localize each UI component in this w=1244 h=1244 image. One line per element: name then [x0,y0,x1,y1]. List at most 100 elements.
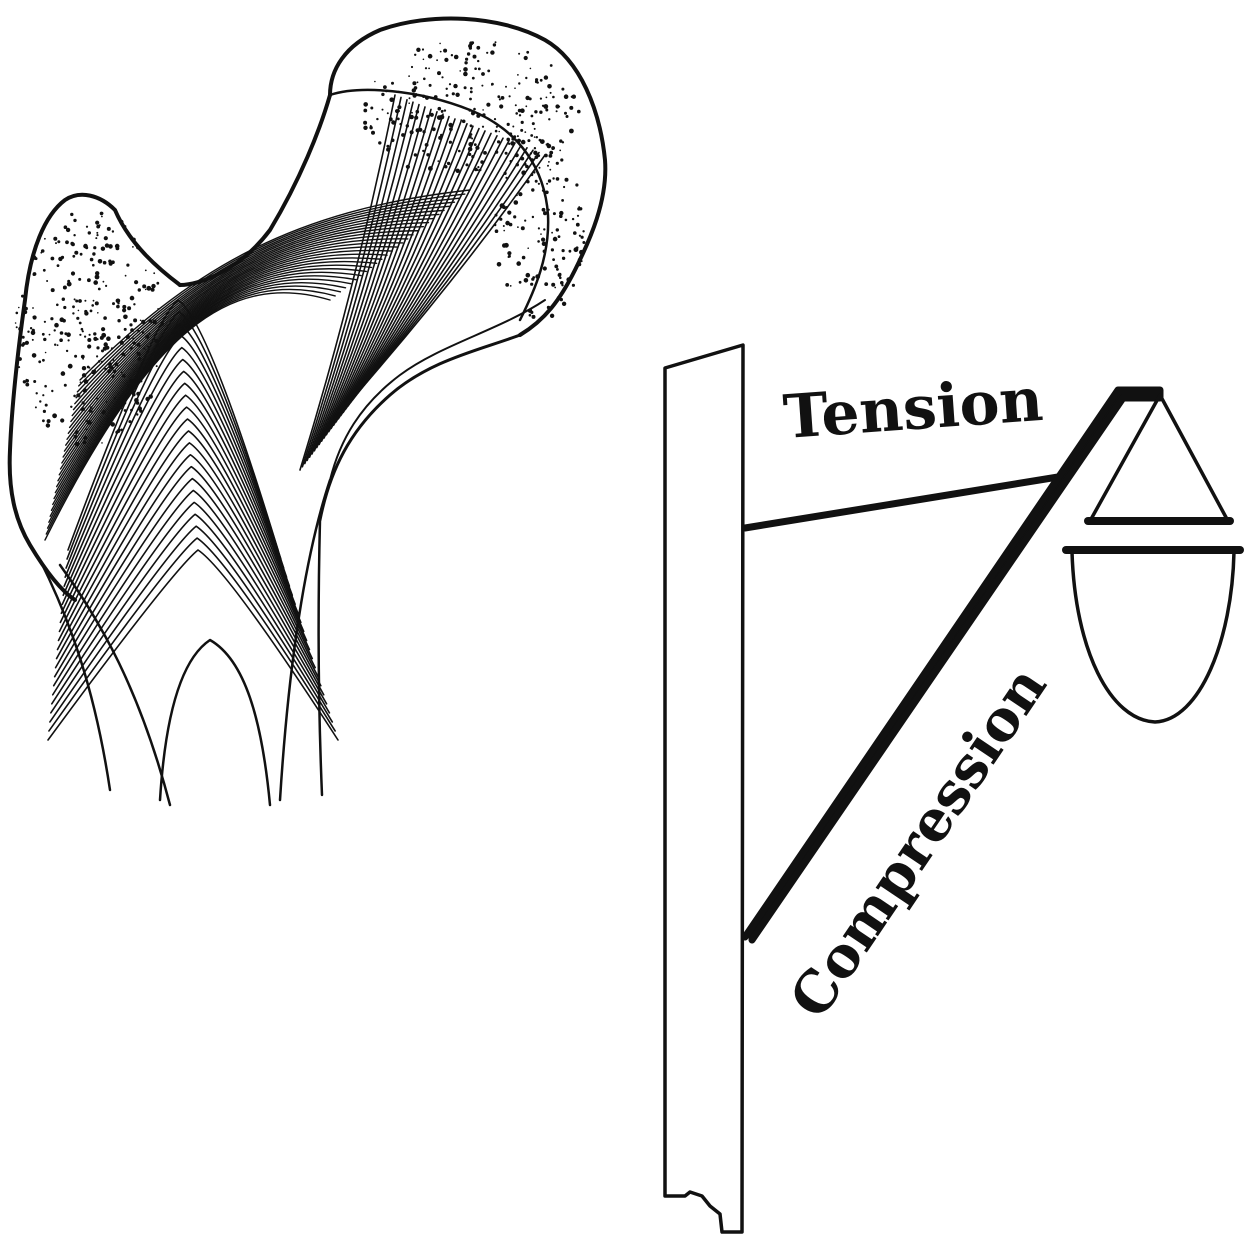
stipple-dot [493,223,497,227]
stipple-dot [369,126,373,130]
stipple-dot [525,272,531,278]
stipple-dot [59,331,64,335]
stipple-dot [93,332,97,336]
stipple-dot [520,226,525,231]
stipple-dot [62,285,67,290]
stipple-dot [509,132,513,136]
trabecular-arch [60,382,299,615]
stipple-dot [104,367,107,371]
stipple-dot [381,108,384,111]
stipple-dot [104,243,110,248]
stipple-dot [500,96,505,100]
stipple-dot [551,146,555,150]
stipple-dot [103,316,107,320]
stipple-dot [578,206,581,208]
stipple-dot [514,153,519,158]
compressive-trabecula [320,115,450,442]
stipple-dot [75,442,80,447]
stipple-dot [543,75,549,80]
stipple-dot [154,339,159,343]
stipple-dot [561,199,564,202]
stipple-dot [429,112,434,117]
stipple-dot [78,277,82,281]
stipple-dot [111,374,115,378]
stipple-dot [448,140,452,144]
stipple-dot [84,335,87,338]
stipple-dot [439,50,442,53]
stipple-dot [580,235,584,239]
stipple-dot [391,120,396,125]
stipple-dot [101,349,104,353]
stipple-dot [520,139,526,145]
stipple-dot [111,260,115,265]
stipple-dot [53,236,58,241]
stipple-dot [508,142,511,145]
stipple-dot [444,165,448,169]
trabecular-arch [67,299,279,551]
stipple-dot [575,183,579,187]
stipple-dot [564,218,568,222]
stipple-dot [376,117,379,121]
stipple-dot [116,429,121,433]
stipple-dot [554,286,557,289]
stipple-dot [15,311,19,315]
stipple-dot [80,327,84,331]
compressive-trabecula [359,154,546,391]
stipple-dot [156,281,160,285]
stipple-dot [127,383,132,388]
stipple-dot [67,279,71,283]
stipple-dot [575,246,579,250]
trabecular-arch [51,501,328,705]
stipple-dot [151,283,156,289]
stipple-dot [381,92,385,97]
stipple-dot [544,153,548,158]
stipple-dot [523,55,528,61]
stipple-dot [503,229,506,232]
stipple-dot [70,212,74,217]
trabecular-arch [49,525,334,723]
stipple-dot [94,274,100,280]
stipple-dot [486,102,491,107]
stipple-dot [101,409,106,415]
stipple-dot [481,84,484,87]
compressive-trabecula [325,120,462,436]
stipple-dot [543,211,547,216]
tension-tie [741,473,1062,532]
stipple-dot [87,344,92,349]
stipple-dot [79,252,83,256]
stipple-dot [533,147,537,150]
stipple-dot [386,147,391,152]
tensile-trabecula [61,245,399,464]
stipple-dot [480,152,483,155]
stipple-dot [143,347,146,350]
stipple-dot [468,152,472,156]
stipple-dot [129,378,134,384]
stipple-dot [468,142,474,147]
stipple-dot [428,166,433,171]
stipple-dot [119,340,124,345]
trabecular-arch [54,453,316,669]
trabecular-arch [48,537,336,732]
trabecular-arch [47,549,339,741]
stipple-dot [560,281,564,285]
tensile-trabecula [67,225,425,435]
stipple-dot [92,252,96,256]
stipple-dot [35,392,38,395]
stipple-dot [525,95,530,101]
stipple-dot [527,308,533,313]
trabecular-arch [64,334,288,578]
stipple-dot [38,360,42,364]
stipple-dot [146,285,152,291]
stipple-dot [512,125,515,128]
stipple-dot [45,423,51,428]
stipple-dot [538,166,541,169]
stipple-dot [51,389,54,393]
stipple-dot [27,330,30,333]
stipple-dot [566,115,569,117]
stipple-dot [550,248,555,252]
stipple-dot [421,48,425,51]
stipple-dot [63,383,67,387]
stipple-dot [453,54,459,60]
stipple-dot [561,249,565,253]
stipple-dot [411,88,416,93]
